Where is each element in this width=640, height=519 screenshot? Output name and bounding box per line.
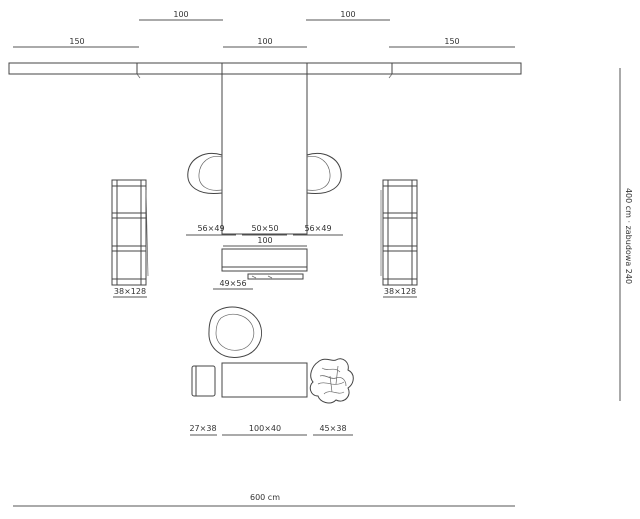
svg-text:50×50: 50×50 [251,224,278,233]
dimension-chair-right: 56×49 [293,224,343,236]
svg-text:38×128: 38×128 [114,287,146,296]
dimension-top-center: 100 [223,37,307,48]
chair-right [306,153,342,195]
shelf-right [380,179,418,286]
central-table [221,73,308,235]
svg-text:100: 100 [257,236,272,245]
dimension-side-table: 27×38 [189,424,217,436]
dimension-stool: 49×56 [213,279,253,290]
dimension-coffee-table: 100×40 [222,424,307,436]
svg-text:600 cm: 600 cm [250,493,280,502]
dimension-chair-left: 56×49 [186,224,236,236]
svg-text:49×56: 49×56 [219,279,246,288]
shelf-left [111,179,149,286]
coffee-table [221,362,308,398]
svg-text:38×128: 38×128 [384,287,416,296]
side-table [191,365,216,397]
dimension-top-right-a: 100 [306,10,390,21]
dimension-width-total: 600 cm [13,493,515,507]
dimension-plant: 45×38 [313,424,353,436]
plant [309,358,354,404]
svg-text:100: 100 [340,10,355,19]
svg-text:100: 100 [173,10,188,19]
dimension-chair-center: 50×50 [242,224,287,236]
svg-text:400 cm · zabudowa 240: 400 cm · zabudowa 240 [624,188,633,284]
dimension-shelf-left: 38×128 [113,287,147,298]
dimension-height-total: 400 cm · zabudowa 240 [619,68,633,401]
dimension-bench: 100 [223,236,307,247]
svg-text:45×38: 45×38 [319,424,346,433]
dimension-shelf-right: 38×128 [383,287,417,298]
dimension-top-left-a: 100 [139,10,223,21]
chair-left [187,153,223,195]
bench [221,248,308,280]
svg-text:56×49: 56×49 [197,224,224,233]
svg-text:150: 150 [69,37,84,46]
armchair [208,306,263,358]
svg-text:150: 150 [444,37,459,46]
svg-text:100: 100 [257,37,272,46]
dimension-top-left-b: 150 [13,37,139,48]
svg-text:56×49: 56×49 [304,224,331,233]
svg-text:100×40: 100×40 [249,424,281,433]
dimension-top-right-b: 150 [389,37,515,48]
svg-text:27×38: 27×38 [189,424,216,433]
